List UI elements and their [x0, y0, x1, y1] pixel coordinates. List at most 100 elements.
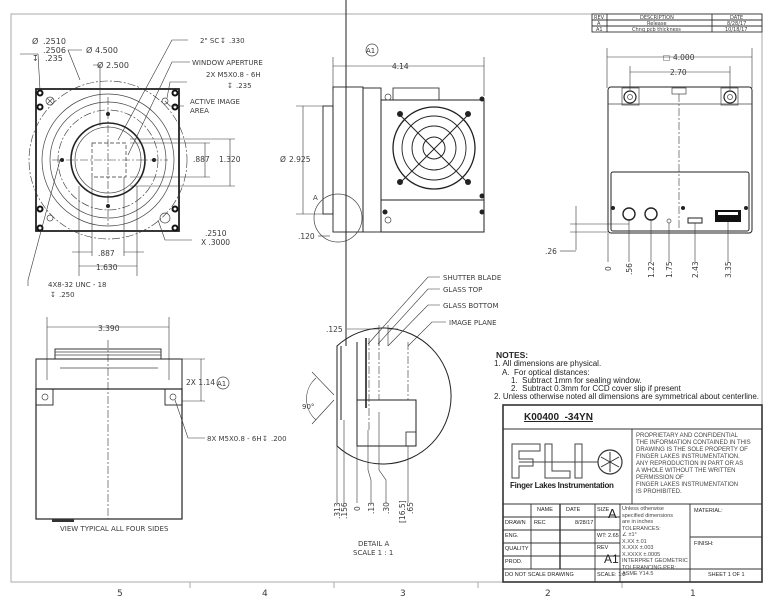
diameter-symbol: Ø [86, 45, 92, 55]
callout-text: 2X M5X0.8 - 6H [206, 71, 261, 79]
tolerance-line: ∠ ±1° [622, 532, 637, 538]
position-label: [16.5] [398, 500, 407, 523]
row-label-drawn: DRAWN [505, 520, 526, 526]
rev-marker: A1 [217, 380, 226, 388]
tolerances-block: Unless otherwise specified dimensions ar… [622, 506, 688, 578]
position-label: .13 [367, 502, 376, 514]
rev-cell: A [597, 21, 601, 27]
description-cell: Release [647, 21, 667, 27]
detail-caption: DETAIL A [358, 540, 390, 548]
callout-text: WINDOW APERTURE [192, 59, 263, 67]
callout-text: AREA [190, 107, 209, 115]
note-line: 1. All dimensions are physical. [494, 359, 602, 368]
callout-text: .330 [229, 37, 245, 45]
front-view-callouts: .2510 Ø .2506 ↧ .235 Ø 4.500 Ø 2.500 2" … [32, 36, 263, 299]
detail-a: 90° .125 SHUTTER BLADE GLASS TOP GLASS B… [302, 0, 501, 557]
date-header: DATE [566, 507, 581, 513]
do-not-scale: DO NOT SCALE DRAWING [505, 572, 574, 578]
position-label: 0 [353, 506, 362, 511]
rev-header: REV [594, 15, 605, 21]
dim-text: 2.70 [670, 68, 687, 77]
callout-text: 4X8-32 UNC - 18 [48, 281, 107, 289]
sheet-border [10, 13, 763, 583]
dim-text: .125 [326, 325, 343, 334]
detail-marker: A [313, 194, 318, 202]
position-label: 3.35 [724, 261, 733, 278]
callout-text: 8X M5X0.8 - 6H [207, 435, 262, 443]
tolerance-line: TOLERANCING PER: [622, 564, 676, 571]
callout-text: GLASS TOP [443, 286, 482, 294]
dim-text: X .3000 [201, 238, 230, 247]
proprietary-line: PROPRIETARY AND CONFIDENTIAL [636, 433, 739, 439]
callout-text: GLASS BOTTOM [443, 302, 499, 310]
proprietary-line: FINGER LAKES INSTRUMENTATION. [636, 454, 740, 460]
row-label-quality: QUALITY [505, 546, 529, 552]
view-caption: VIEW TYPICAL ALL FOUR SIDES [60, 525, 169, 533]
diameter-symbol: Ø [280, 155, 286, 164]
dim-text: .2506 [43, 46, 66, 55]
dim-text: 4.000 [673, 53, 695, 62]
description-header: DESCRIPTION [640, 15, 674, 21]
depth-symbol: ↧ [32, 54, 39, 63]
position-label: 1.22 [647, 261, 656, 278]
size-value: A [608, 506, 617, 521]
depth-symbol: ↧ [262, 435, 268, 443]
tolerance-line: INTERPRET GEOMETRIC [622, 558, 688, 564]
date-cell: 10/18/17 [725, 27, 747, 33]
tolerance-line: ASME Y14.5 [622, 571, 654, 577]
dim-text: 2X 1.14 [186, 378, 215, 387]
depth-symbol: ↧ [220, 37, 226, 45]
position-label: .30 [382, 502, 391, 514]
note-line: 2. Unless otherwise noted all dimensions… [494, 392, 760, 401]
position-label: 1.75 [665, 261, 674, 278]
diameter-symbol: Ø [97, 60, 103, 70]
dim-text: 2.925 [289, 155, 311, 164]
dim-text: .887 [98, 249, 115, 258]
rev-cell: A1 [596, 27, 603, 33]
callout-text: 2" SC [200, 37, 219, 45]
front-view [20, 39, 235, 286]
proprietary-line: IS PROHIBITED. [636, 489, 682, 495]
tolerance-line: Unless otherwise [622, 506, 664, 512]
title-block [502, 404, 763, 583]
dim-text: .235 [45, 54, 63, 63]
depth-symbol: ↧ [227, 82, 233, 90]
dim-text: .2510 [205, 229, 227, 238]
rev-marker: A1 [366, 47, 375, 55]
dim-text: 4.500 [95, 46, 118, 55]
position-label: 0 [604, 266, 613, 271]
proprietary-line: A WHOLE WITHOUT THE WRITTEN [636, 468, 736, 474]
tolerance-line: are in inches [622, 519, 654, 525]
zone-label: 1 [690, 589, 696, 599]
callout-text: .235 [236, 82, 252, 90]
sheet-number: SHEET 1 OF 1 [708, 572, 745, 578]
drawn-name: REC [534, 520, 546, 526]
zone-label: 3 [400, 589, 406, 599]
dim-text: 90° [302, 403, 314, 411]
dim-text: 1.630 [96, 263, 118, 272]
scale: SCALE: 1:2 [597, 572, 626, 578]
proprietary-line: PERMISSION OF [636, 475, 684, 481]
dim-text: .2510 [43, 37, 66, 46]
tolerance-line: X.XXX ±.003 [622, 545, 654, 551]
callout-text: .250 [59, 291, 75, 299]
size-label: SIZE [597, 507, 610, 513]
tolerance-line: X.XXXX ±.0005 [622, 551, 661, 558]
weight: WT: 2.65 [597, 533, 619, 539]
finish-label: FINISH: [694, 541, 714, 547]
row-label-prod: PROD. [505, 559, 523, 565]
note-line: A. For optical distances: [502, 368, 590, 377]
rev-value: A1 [604, 552, 619, 566]
callout-text: ACTIVE IMAGE [190, 98, 240, 106]
revision-table: REV DESCRIPTION DATE A Release 8/28/17 A… [591, 13, 763, 33]
fli-logo [511, 443, 623, 479]
depth-symbol: ↧ [50, 291, 56, 299]
proprietary-line: THE INFORMATION CONTAINED IN THIS [636, 440, 751, 446]
bottom-view: 3.390 2X 1.14 A1 8X M5X0.8 - 6H ↧ .200 V… [35, 317, 287, 533]
dim-text: 4.14 [392, 62, 409, 71]
side-view: A1 4.14 A Ø 2.925 .120 [280, 43, 485, 243]
position-label: 2.43 [691, 261, 700, 278]
detail-caption: SCALE 1 : 1 [353, 549, 393, 557]
dim-text: .120 [298, 232, 315, 241]
